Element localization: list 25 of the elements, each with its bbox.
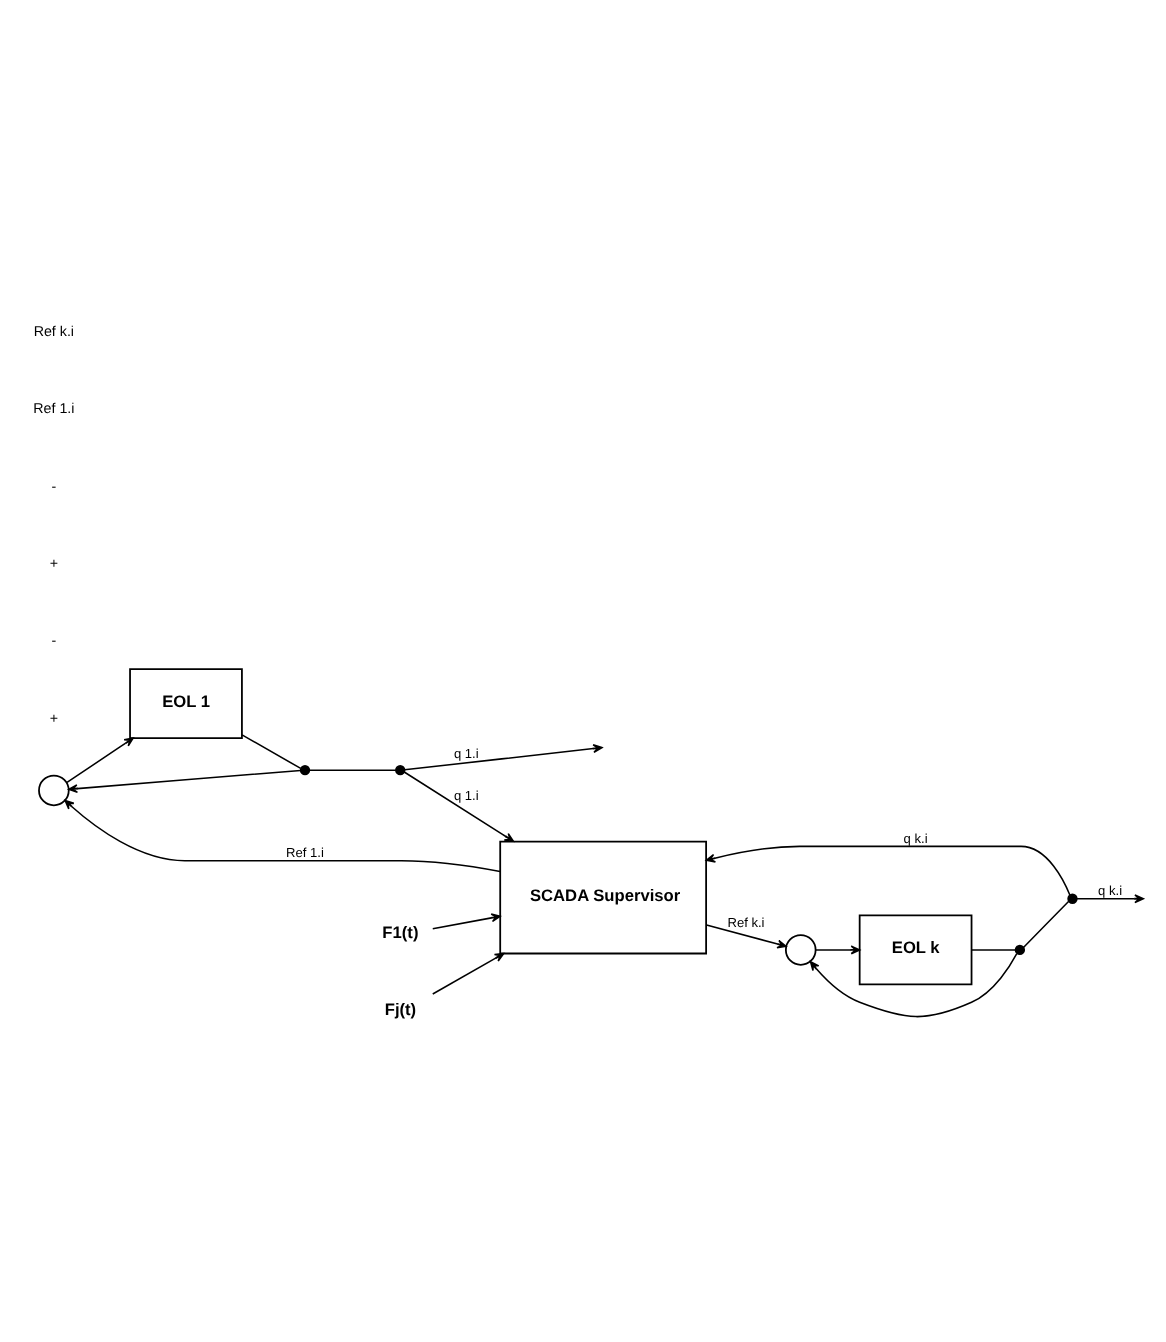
arrow [705, 844, 1071, 895]
connector [308, 768, 397, 770]
arrow [403, 770, 515, 842]
node-dot [395, 764, 406, 775]
node-box: SCADA Supervisor [499, 839, 707, 954]
arrow [64, 798, 501, 872]
node-box: EOL 1 [129, 667, 243, 738]
arrow [814, 944, 861, 954]
node-circle [784, 933, 817, 965]
arrow [66, 736, 134, 783]
connector [241, 733, 302, 769]
arrow [432, 912, 501, 929]
node-dot [299, 764, 311, 775]
node-dot [1067, 892, 1078, 903]
node-circle [38, 773, 70, 806]
node-text: Fj(t) [384, 998, 417, 1019]
connector [970, 948, 1016, 950]
arrow [432, 951, 505, 994]
node-text: F1(t) [382, 920, 419, 941]
node-box: EOL k [858, 913, 973, 985]
node-dot [1014, 943, 1026, 955]
arrow [705, 923, 787, 948]
arrow [809, 951, 1018, 1017]
connector [1022, 899, 1070, 948]
arrow [68, 768, 302, 793]
